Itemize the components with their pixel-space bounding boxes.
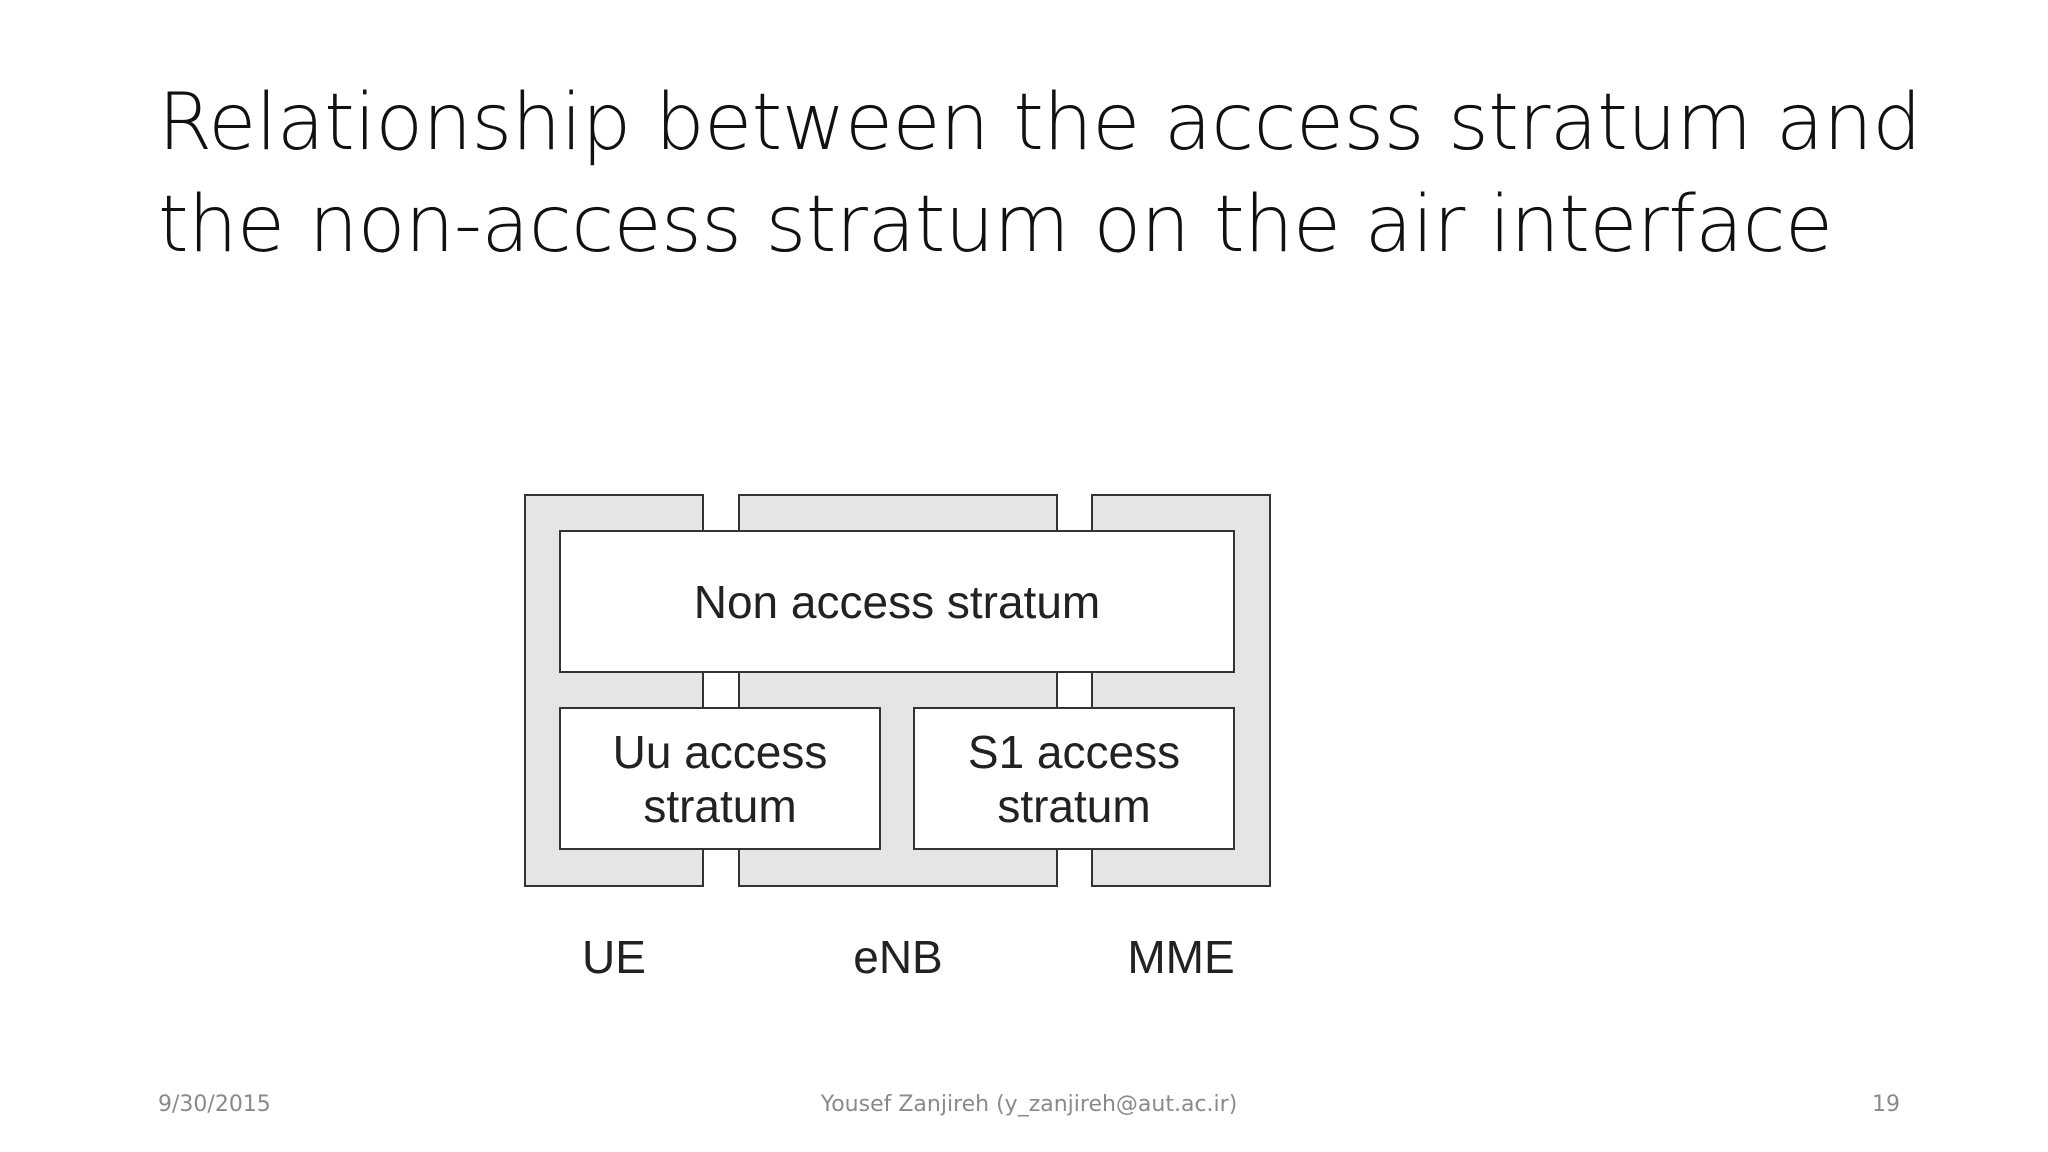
slide-title: Relationship between the access stratum … bbox=[158, 72, 1978, 276]
uu-access-stratum-box: Uu access stratum bbox=[559, 707, 881, 850]
title-line-2: the non-access stratum on the air interf… bbox=[158, 180, 1833, 270]
uu-access-label-line-2: stratum bbox=[643, 779, 797, 832]
footer-author: Yousef Zanjireh (y_zanjireh@aut.ac.ir) bbox=[820, 1092, 1238, 1117]
non-access-stratum-box: Non access stratum bbox=[559, 530, 1235, 673]
title-line-1: Relationship between the access stratum … bbox=[158, 78, 1922, 168]
enb-label: eNB bbox=[853, 931, 943, 983]
s1-access-label-line-1: S1 access bbox=[967, 725, 1181, 778]
footer-page-number: 19 bbox=[1872, 1092, 1900, 1117]
ue-label: UE bbox=[582, 931, 646, 983]
s1-access-label-line-2: stratum bbox=[997, 779, 1151, 832]
mme-label: MME bbox=[1127, 931, 1235, 983]
uu-access-label-line-1: Uu access bbox=[612, 725, 828, 778]
non-access-stratum-label: Non access stratum bbox=[693, 575, 1101, 628]
s1-access-stratum-box: S1 access stratum bbox=[913, 707, 1235, 850]
footer-date: 9/30/2015 bbox=[158, 1092, 271, 1117]
